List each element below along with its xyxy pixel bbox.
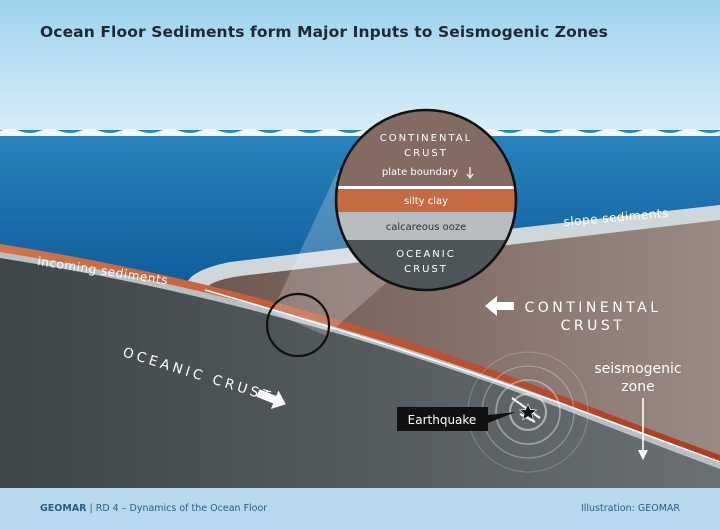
magnifier-ring bbox=[265, 292, 331, 358]
seismogenic-label: seismogenic bbox=[594, 361, 681, 377]
continental-crust-label-2: CRUST bbox=[561, 318, 626, 334]
inset-silty-clay-layer bbox=[336, 189, 516, 212]
earthquake-pointer bbox=[488, 412, 516, 423]
footer-credit: Illustration: GEOMAR bbox=[580, 503, 680, 514]
inset-continental-label-2: CRUST bbox=[404, 148, 448, 159]
wave-crest bbox=[0, 129, 720, 136]
inset-ring bbox=[334, 108, 518, 292]
arrow-left-icon bbox=[485, 296, 514, 316]
footer-brand: GEOMAR bbox=[40, 503, 87, 514]
seismic-waves bbox=[467, 351, 589, 473]
inset-oceanic-label-2: CRUST bbox=[404, 264, 448, 275]
page-title: Ocean Floor Sediments form Major Inputs … bbox=[40, 23, 608, 41]
inset-circle: CONTINENTAL CRUST plate boundary silty c… bbox=[334, 108, 518, 292]
earthquake-star-icon bbox=[518, 403, 538, 421]
earthquake-label: Earthquake bbox=[408, 413, 477, 427]
inset-continental-label: CONTINENTAL bbox=[380, 133, 472, 144]
inset-calcareous-label: calcareous ooze bbox=[386, 222, 467, 233]
earthquake-label-box bbox=[397, 407, 488, 431]
inset-calcareous-layer bbox=[336, 212, 516, 240]
continental-crust-label: CONTINENTAL bbox=[524, 300, 661, 316]
inset-plate-boundary-label: plate boundary bbox=[382, 167, 458, 178]
seismogenic-arrow-icon bbox=[638, 450, 648, 460]
inset-boundary-line bbox=[336, 186, 516, 189]
oceanic-crust bbox=[0, 256, 720, 488]
footer-bar: GEOMAR | RD 4 – Dynamics of the Ocean Fl… bbox=[0, 488, 720, 530]
sky bbox=[0, 0, 720, 135]
inset-silty-clay-label: silty clay bbox=[404, 196, 448, 207]
seismogenic-label-2: zone bbox=[621, 379, 654, 395]
arrow-right-icon bbox=[256, 389, 286, 410]
down-arrow-icon bbox=[466, 167, 474, 179]
plate-boundary-line bbox=[204, 289, 720, 463]
footer-left: GEOMAR | RD 4 – Dynamics of the Ocean Fl… bbox=[40, 503, 267, 514]
footer-series: | RD 4 – Dynamics of the Ocean Floor bbox=[89, 503, 268, 514]
inset-oceanic-label: OCEANIC bbox=[396, 249, 455, 260]
